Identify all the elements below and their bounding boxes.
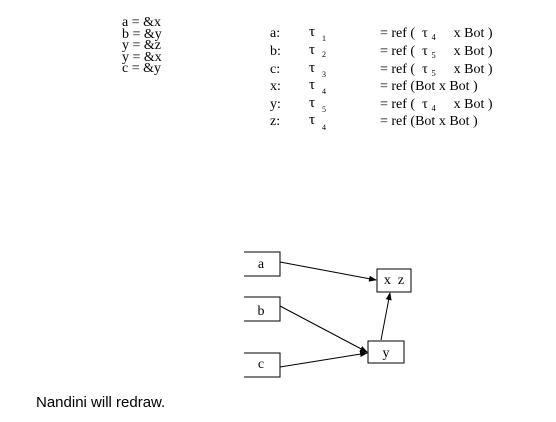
type-row-tau: τ [309,77,316,93]
type-row-ref: = ref (Bot x Bot ) [380,79,478,94]
node-a: a [244,251,281,277]
type-row-sub: 3 [322,70,326,79]
statement-line: y = &z [122,38,161,53]
type-row-var: b: [270,44,281,59]
type-row-var: z: [270,114,281,129]
type-row-ref: = ref ( τ ₅ x Bot ) [380,62,493,77]
edge-b-to-y [279,305,368,353]
type-row-sub: 1 [322,34,326,43]
type-row-var: a: [270,26,281,41]
node-b: b [244,296,281,322]
type-row-tau: τ [309,112,316,128]
node-label: a [258,257,265,272]
edge-a-to-xz [279,261,377,282]
node-label: c [258,357,264,372]
node-label: x z [384,273,404,288]
type-row-var: x: [270,79,281,94]
type-row-sub: 2 [322,50,326,59]
statement-line: c = &y [122,61,161,76]
type-row-sub: 4 [322,87,326,96]
type-row-ref: = ref ( τ ₄ x Bot ) [380,26,493,41]
statement-line: a = &x [122,15,161,30]
edge-c-to-y [279,351,368,368]
statement-list: a = &x b = &y y = &z y = &x c = &y [122,15,162,76]
type-row-tau: τ [309,24,316,40]
edge-y-to-xz [380,292,392,341]
node-label: b [258,304,265,319]
type-row-sub: 4 [322,123,326,132]
type-row-ref: = ref (Bot x Bot ) [380,114,478,129]
type-row-ref: = ref ( τ ₅ x Bot ) [380,44,493,59]
type-row-ref: = ref ( τ ₄ x Bot ) [380,97,493,112]
node-xz: x z [376,268,412,293]
type-row-var: c: [270,62,281,77]
type-row-sub: 5 [322,105,326,114]
statement-line: y = &x [122,49,162,65]
node-y: y [367,340,405,364]
type-row-tau: τ [309,60,316,76]
statement-line: b = &y [122,26,162,42]
node-label: y [383,346,390,361]
type-table: a: τ 1 = ref ( τ ₄ x Bot ) b: τ 2 = ref … [0,0,556,160]
type-row-tau: τ [309,95,316,111]
type-row-var: y: [270,97,281,112]
node-c: c [244,352,281,378]
redraw-note: Nandini will redraw. [36,394,166,411]
type-row-tau: τ [309,42,316,58]
